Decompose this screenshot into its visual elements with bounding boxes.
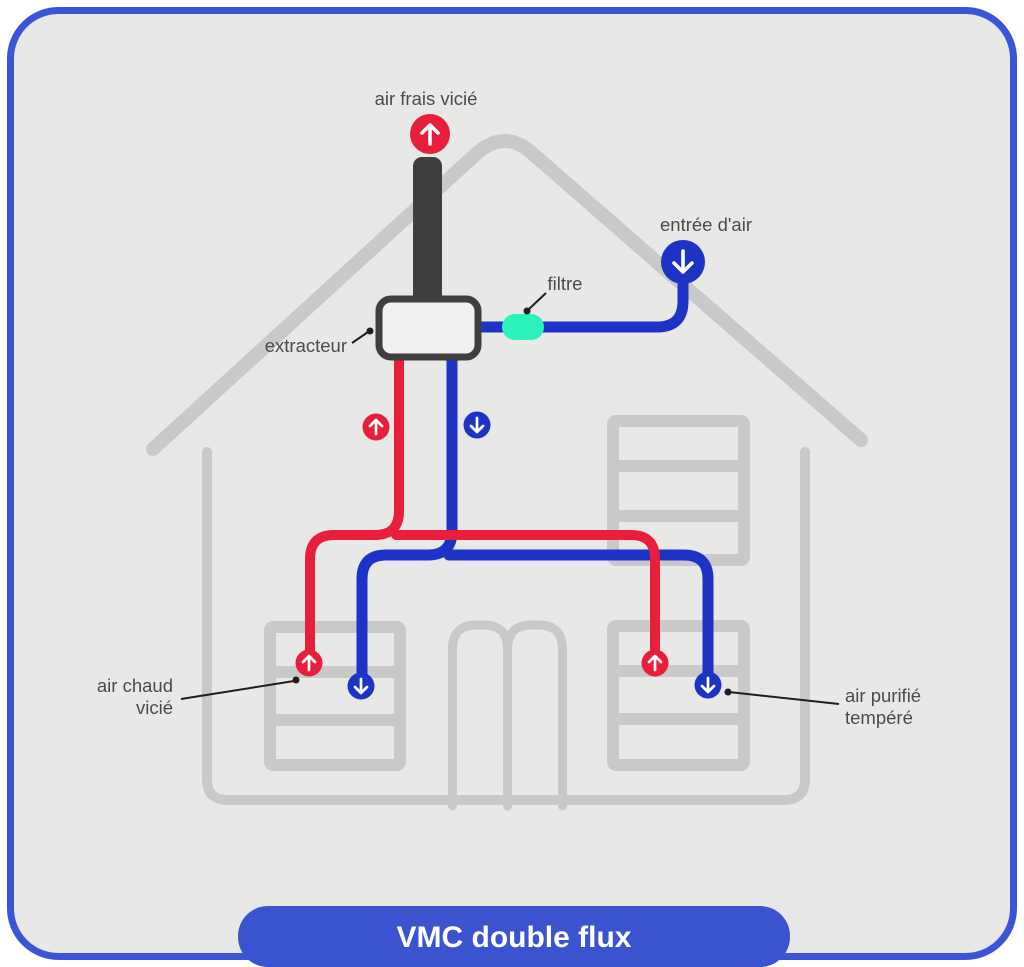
up-arrow-icon — [368, 418, 384, 436]
warm-air-label-line1: air chaud — [97, 675, 173, 696]
right-lower-radiator — [607, 620, 750, 771]
card-background — [7, 7, 1017, 960]
exhaust-flow-marker — [362, 413, 390, 441]
purified-air-label-line2: tempéré — [845, 707, 913, 728]
leader-lines — [180, 292, 840, 705]
ducts — [305, 262, 714, 679]
roof — [146, 134, 868, 456]
up-arrow-icon — [647, 654, 663, 672]
filter-label: filtre — [548, 273, 583, 294]
air-inlet-label: entrée d'air — [660, 214, 752, 235]
intake-duct — [474, 262, 689, 333]
supply-duct-right — [443, 549, 714, 677]
extractor-label: extracteur — [265, 335, 347, 356]
air-inlet-vent — [661, 240, 705, 284]
up-arrow-icon — [420, 123, 440, 146]
exhaust-outlet-vent — [410, 114, 450, 154]
up-arrow-icon — [301, 654, 317, 672]
down-arrow-icon — [672, 249, 694, 274]
extractor-unit — [375, 295, 482, 361]
down-arrow-icon — [353, 677, 369, 695]
diagram-title: VMC double flux — [397, 921, 632, 954]
filter-block — [502, 314, 544, 340]
supply-duct-left — [356, 344, 458, 679]
chimney-stack — [413, 157, 442, 307]
exhaust-duct-right — [391, 530, 660, 654]
left-room-exhaust-vent — [295, 649, 323, 677]
left-radiator — [264, 621, 406, 771]
house-outline — [146, 134, 868, 811]
down-arrow-icon — [700, 676, 716, 694]
purified-air-label-line1: air purifié — [845, 685, 921, 706]
left-room-supply-vent — [347, 672, 375, 700]
warm-air-label-line2: vicié — [136, 697, 173, 718]
door-right-panel — [503, 620, 567, 811]
right-room-exhaust-vent — [641, 649, 669, 677]
down-arrow-icon — [469, 416, 485, 434]
exhaust-outlet-label: air frais vicié — [375, 88, 478, 109]
supply-flow-marker — [463, 411, 491, 439]
title-pill: VMC double flux — [238, 906, 790, 967]
right-room-supply-vent — [694, 671, 722, 699]
exhaust-duct-left — [305, 345, 404, 655]
